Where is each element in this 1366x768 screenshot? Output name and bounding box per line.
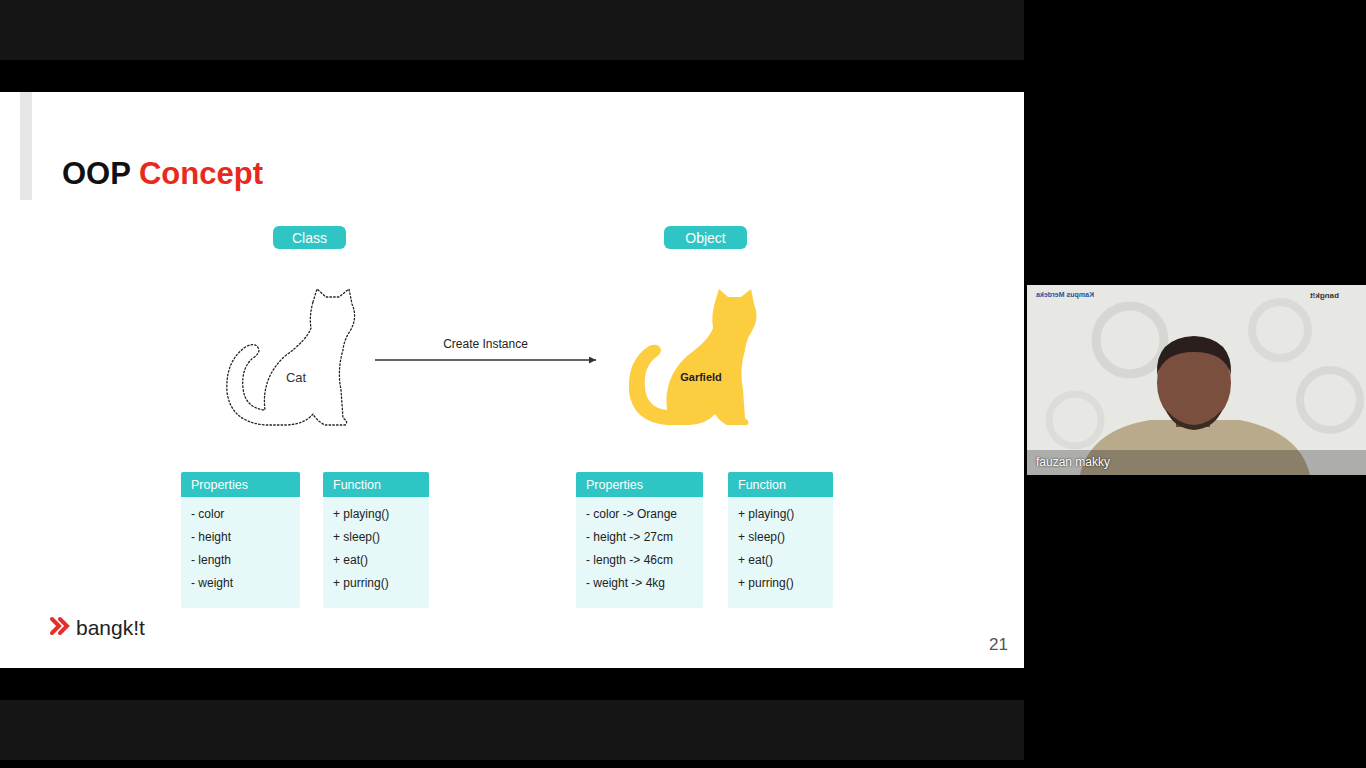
chevron xyxy=(52,619,59,633)
cat-outline xyxy=(227,289,355,425)
member-item: + purring() xyxy=(333,572,389,595)
decor-ring xyxy=(1300,370,1360,430)
member-item: + eat() xyxy=(738,549,773,572)
figure-label: Cat xyxy=(286,370,306,385)
decor-ring xyxy=(1049,394,1101,446)
card-title: Properties xyxy=(191,478,248,492)
top-bar xyxy=(0,0,1024,60)
figure-label: Garfield xyxy=(680,371,722,383)
member-item: - length xyxy=(191,549,231,572)
name-strip xyxy=(1027,450,1366,475)
slide-accent-bar xyxy=(20,92,32,200)
card-header: Function xyxy=(728,472,833,497)
pill-label: Object xyxy=(685,230,725,246)
arrow-label: Create Instance xyxy=(440,337,531,351)
member-item: - weight xyxy=(191,572,233,595)
cat-outline xyxy=(629,289,757,425)
member-item: - length -> 46cm xyxy=(586,549,673,572)
webcam-logo: Kampus Merdeka xyxy=(1036,291,1094,299)
member-card: Properties - color- height- length- weigh… xyxy=(181,472,300,608)
card-header: Function xyxy=(323,472,429,497)
card-body: + playing()+ sleep()+ eat()+ purring() xyxy=(323,497,429,595)
card-title: Properties xyxy=(586,478,643,492)
decor-ring xyxy=(1096,306,1164,374)
bangkit-icon xyxy=(52,619,67,633)
member-item: + playing() xyxy=(333,503,389,526)
member-item: - height xyxy=(191,526,231,549)
member-card: Properties - color -> Orange- height -> 2… xyxy=(576,472,703,608)
brand-logo: bangk!t xyxy=(76,615,145,640)
slide xyxy=(0,92,1024,668)
webcam-panel xyxy=(1027,285,1366,475)
member-item: - color -> Orange xyxy=(586,503,677,526)
card-header: Properties xyxy=(576,472,703,497)
member-item: + purring() xyxy=(738,572,794,595)
member-item: + playing() xyxy=(738,503,794,526)
webcam-ground xyxy=(1027,285,1366,475)
decor-ring xyxy=(1252,302,1308,358)
instance-arrow xyxy=(375,359,596,360)
title-part: Concept xyxy=(130,156,263,191)
card-body: - color- height- length- weight xyxy=(181,497,300,595)
member-item: - weight -> 4kg xyxy=(586,572,665,595)
member-item: - color xyxy=(191,503,224,526)
section-pill: Object xyxy=(664,226,747,249)
member-item: - height -> 27cm xyxy=(586,526,673,549)
section-pill: Class xyxy=(273,226,346,249)
member-card: Function + playing()+ sleep()+ eat()+ pur… xyxy=(323,472,429,608)
participant-name: fauzan makky xyxy=(1036,455,1110,469)
page-number: 21 xyxy=(989,635,1008,655)
card-title: Function xyxy=(738,478,786,492)
cat-figure: Cat xyxy=(225,288,360,426)
person-beard xyxy=(1166,410,1222,430)
card-title: Function xyxy=(333,478,381,492)
member-item: + sleep() xyxy=(333,526,380,549)
slide-title: OOP Concept xyxy=(62,155,263,193)
webcam-logo: bangk!t xyxy=(1310,291,1339,301)
cat-silhouette xyxy=(225,288,360,426)
card-body: - color -> Orange- height -> 27cm- lengt… xyxy=(576,497,703,595)
person-hair xyxy=(1157,336,1231,375)
bottom-bar xyxy=(0,700,1024,760)
title-part: OOP xyxy=(62,156,130,191)
card-body: + playing()+ sleep()+ eat()+ purring() xyxy=(728,497,833,595)
member-item: + eat() xyxy=(333,549,368,572)
pill-label: Class xyxy=(292,230,327,246)
cat-figure: Garfield xyxy=(627,288,762,426)
member-card: Function + playing()+ sleep()+ eat()+ pur… xyxy=(728,472,833,608)
member-item: + sleep() xyxy=(738,526,785,549)
chevron xyxy=(60,619,67,633)
card-header: Properties xyxy=(181,472,300,497)
cat-silhouette xyxy=(627,288,762,426)
